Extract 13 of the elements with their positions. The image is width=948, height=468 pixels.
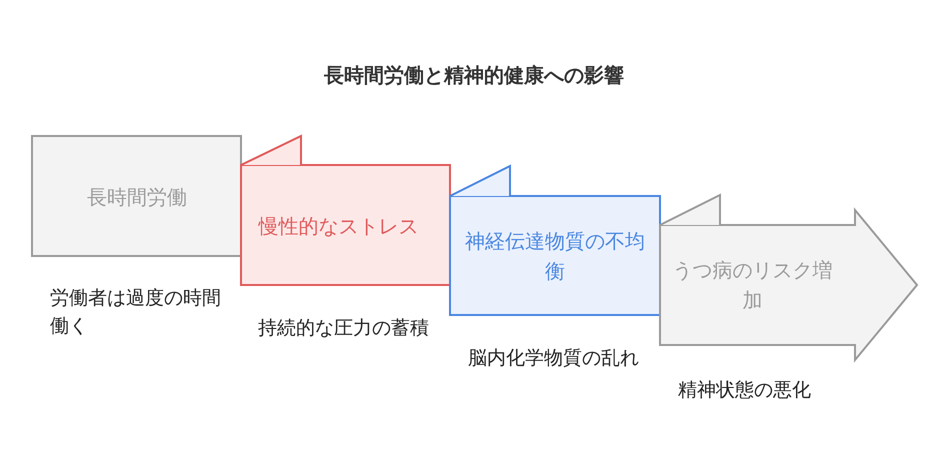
step-caption: 労働者は過度の時間働く (50, 286, 222, 339)
arrow-step-shape (660, 195, 918, 361)
folded-step-box (450, 166, 661, 316)
folded-step-box (241, 136, 451, 286)
step-caption: 脳内化学物質の乱れ (468, 346, 640, 371)
step-caption: 精神状態の悪化 (678, 378, 812, 403)
step-label: 神経伝達物質の不均衡 (464, 228, 646, 285)
diagram-title: 長時間労働と精神的健康への影響 (323, 62, 625, 89)
step-caption: 持続的な圧力の蓄積 (258, 316, 430, 341)
step-label: 慢性的なストレス (258, 212, 418, 240)
step-label: 長時間労働 (87, 184, 187, 210)
step-box (32, 136, 242, 257)
step-label: うつ病のリスク増加 (672, 257, 834, 314)
